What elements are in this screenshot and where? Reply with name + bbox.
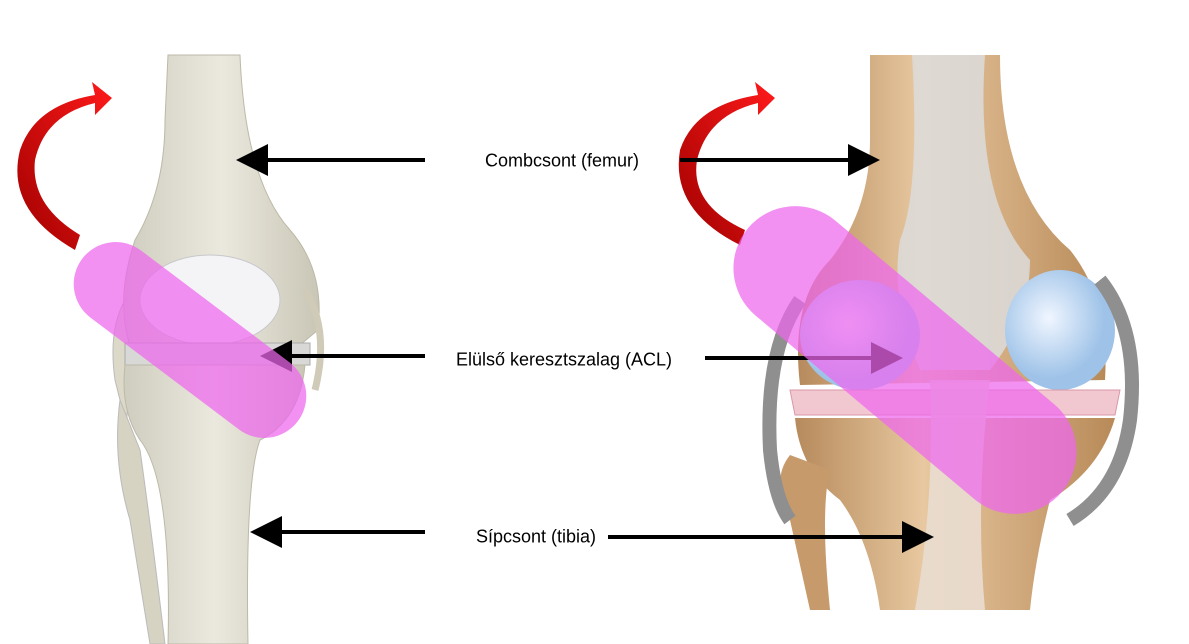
left-acl-highlight xyxy=(73,242,307,438)
acl-label: Elülső keresztszalag (ACL) xyxy=(455,349,673,370)
left-rotation-arrow xyxy=(17,82,113,250)
femur-label: Combcsont (femur) xyxy=(484,150,640,171)
right-acl-highlight xyxy=(733,206,1077,514)
tibia-label: Sípcsont (tibia) xyxy=(475,526,597,547)
right-rotation-arrow xyxy=(678,82,775,245)
